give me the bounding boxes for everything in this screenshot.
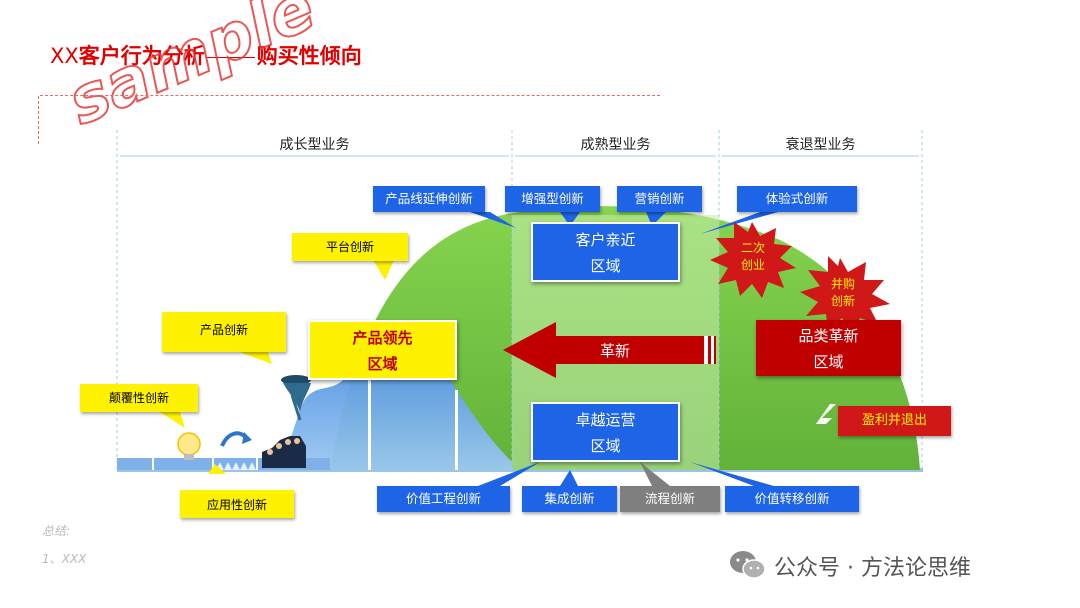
innovation-product: 产品创新 xyxy=(162,312,286,352)
zone-category-renewal-line1: 品类革新 xyxy=(756,322,901,350)
zone-operational-excellence-line2: 区域 xyxy=(533,434,678,458)
callout-pointer xyxy=(372,258,395,280)
curved-arrow-icon xyxy=(222,433,246,446)
zone-customer-intimacy-line2: 区域 xyxy=(533,254,678,278)
innovation-value-engineering: 价值工程创新 xyxy=(377,486,510,512)
source-account: 公众号 · 方法论思维 xyxy=(774,550,971,582)
burst-second-venture-label: 二次 创业 xyxy=(733,240,773,274)
innovation-experiential: 体验式创新 xyxy=(737,186,857,212)
innovation-marketing: 营销创新 xyxy=(617,186,702,212)
innovation-line-extension: 产品线延伸创新 xyxy=(373,186,485,212)
zone-operational-excellence: 卓越运营 区域 xyxy=(531,402,680,462)
zone-customer-intimacy: 客户亲近 区域 xyxy=(531,222,680,282)
innovation-disruptive: 颠覆性创新 xyxy=(80,384,198,412)
innovation-enhanced: 增强型创新 xyxy=(505,186,600,212)
zone-category-renewal: 品类革新 区域 xyxy=(756,320,901,376)
callout-pointer xyxy=(240,352,272,364)
innovation-value-transfer: 价值转移创新 xyxy=(725,486,859,512)
burst-mna-line2: 创新 xyxy=(823,293,863,310)
phase-mature: 成熟型业务 xyxy=(512,134,719,154)
burst-mna-line1: 并购 xyxy=(823,276,863,293)
summary-heading: 总结: xyxy=(42,522,70,539)
innovation-platform: 平台创新 xyxy=(292,233,408,261)
exit-box: 盈利并退出 xyxy=(838,406,951,436)
innovation-process: 流程创新 xyxy=(620,486,720,512)
wechat-icon-svg xyxy=(728,548,768,582)
zone-product-leadership-line1: 产品领先 xyxy=(310,324,455,352)
phase-decline: 衰退型业务 xyxy=(719,134,922,154)
zone-category-renewal-line2: 区域 xyxy=(756,350,901,374)
lightbulb-icon xyxy=(178,433,200,460)
zone-product-leadership: 产品领先 区域 xyxy=(308,320,457,380)
crowd-icon xyxy=(262,436,306,468)
tile-sep xyxy=(256,430,258,470)
burst-second-venture-line2: 创业 xyxy=(733,257,773,274)
zone-operational-excellence-line1: 卓越运营 xyxy=(533,406,678,434)
phase-growth: 成长型业务 xyxy=(117,134,512,154)
burst-second-venture-line1: 二次 xyxy=(733,240,773,257)
arrow-stripe xyxy=(711,336,714,364)
callout-pointer xyxy=(560,470,578,486)
innovation-application: 应用性创新 xyxy=(180,490,294,518)
tile-sep xyxy=(368,380,371,470)
renewal-arrow-label: 革新 xyxy=(585,340,645,361)
wechat-icon xyxy=(728,548,768,582)
callout-pointer xyxy=(160,412,185,428)
tile-sep xyxy=(212,440,214,470)
arrow-stripe xyxy=(704,336,708,364)
burst-mna-label: 并购 创新 xyxy=(823,276,863,310)
tile-sep xyxy=(455,390,458,470)
innovation-integration: 集成创新 xyxy=(522,486,617,512)
summary-item: 1、XXX xyxy=(42,550,86,567)
tile-sep xyxy=(152,440,154,470)
zone-product-leadership-line2: 区域 xyxy=(310,352,455,376)
zone-customer-intimacy-line1: 客户亲近 xyxy=(533,226,678,254)
